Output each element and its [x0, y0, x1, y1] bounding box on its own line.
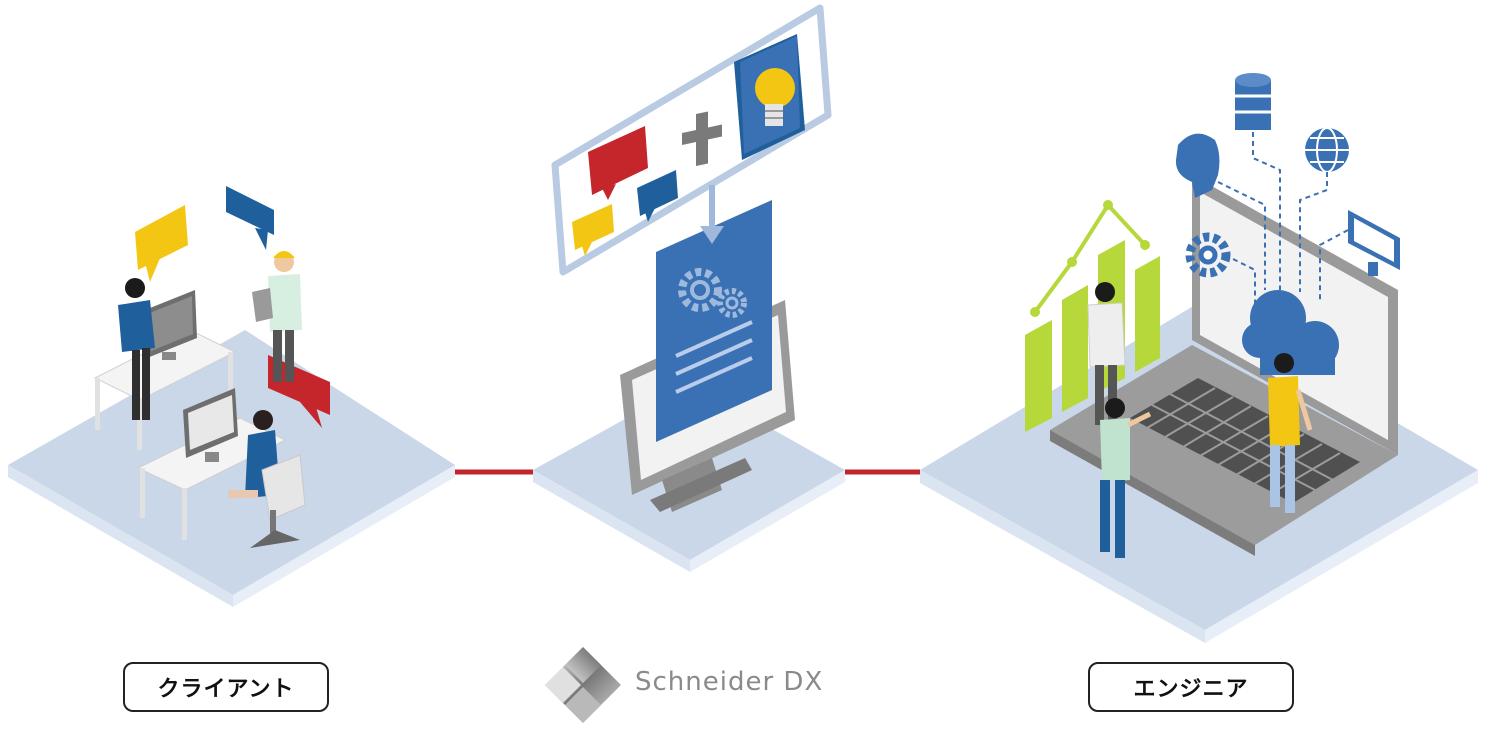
globe-icon	[1305, 127, 1349, 173]
client-office-scene	[8, 186, 455, 607]
client-man-figure	[118, 278, 155, 420]
head-profile-icon	[1175, 133, 1220, 198]
engineer-person-white	[1087, 282, 1126, 425]
idea-board	[551, 4, 832, 276]
down-arrow-icon	[700, 185, 724, 244]
speech-bubble-yellow-icon	[135, 205, 188, 282]
diamond-logo-icon	[545, 647, 621, 723]
desktop-monitor-icon	[1348, 210, 1400, 276]
client-woman-figure	[228, 410, 306, 548]
engineer-person-yellow	[1268, 353, 1313, 513]
database-icon	[1235, 73, 1271, 130]
cloud-icon	[1242, 290, 1339, 375]
logo-text: Schneider DX	[635, 667, 824, 697]
planning-scene	[533, 4, 845, 572]
lightbulb-book-icon	[734, 34, 805, 160]
growth-chart-icon	[1025, 200, 1160, 432]
engineer-person-green	[1100, 398, 1152, 558]
speech-bubble-red-icon	[268, 355, 330, 428]
speech-bubble-blue-icon	[226, 186, 274, 250]
speech-bubble-blue-icon	[637, 170, 678, 222]
document-icon	[656, 200, 772, 442]
speech-bubble-red-icon	[588, 126, 648, 200]
plus-icon	[682, 111, 722, 167]
engineer-label: エンジニア	[1088, 662, 1294, 712]
client-engineer-figure	[252, 251, 302, 382]
speech-bubble-yellow-icon	[572, 204, 614, 256]
schneider-dx-logo: Schneider DX	[543, 645, 873, 725]
client-label: クライアント	[123, 662, 329, 712]
engineer-scene	[920, 73, 1478, 643]
gear-icon	[678, 268, 747, 318]
